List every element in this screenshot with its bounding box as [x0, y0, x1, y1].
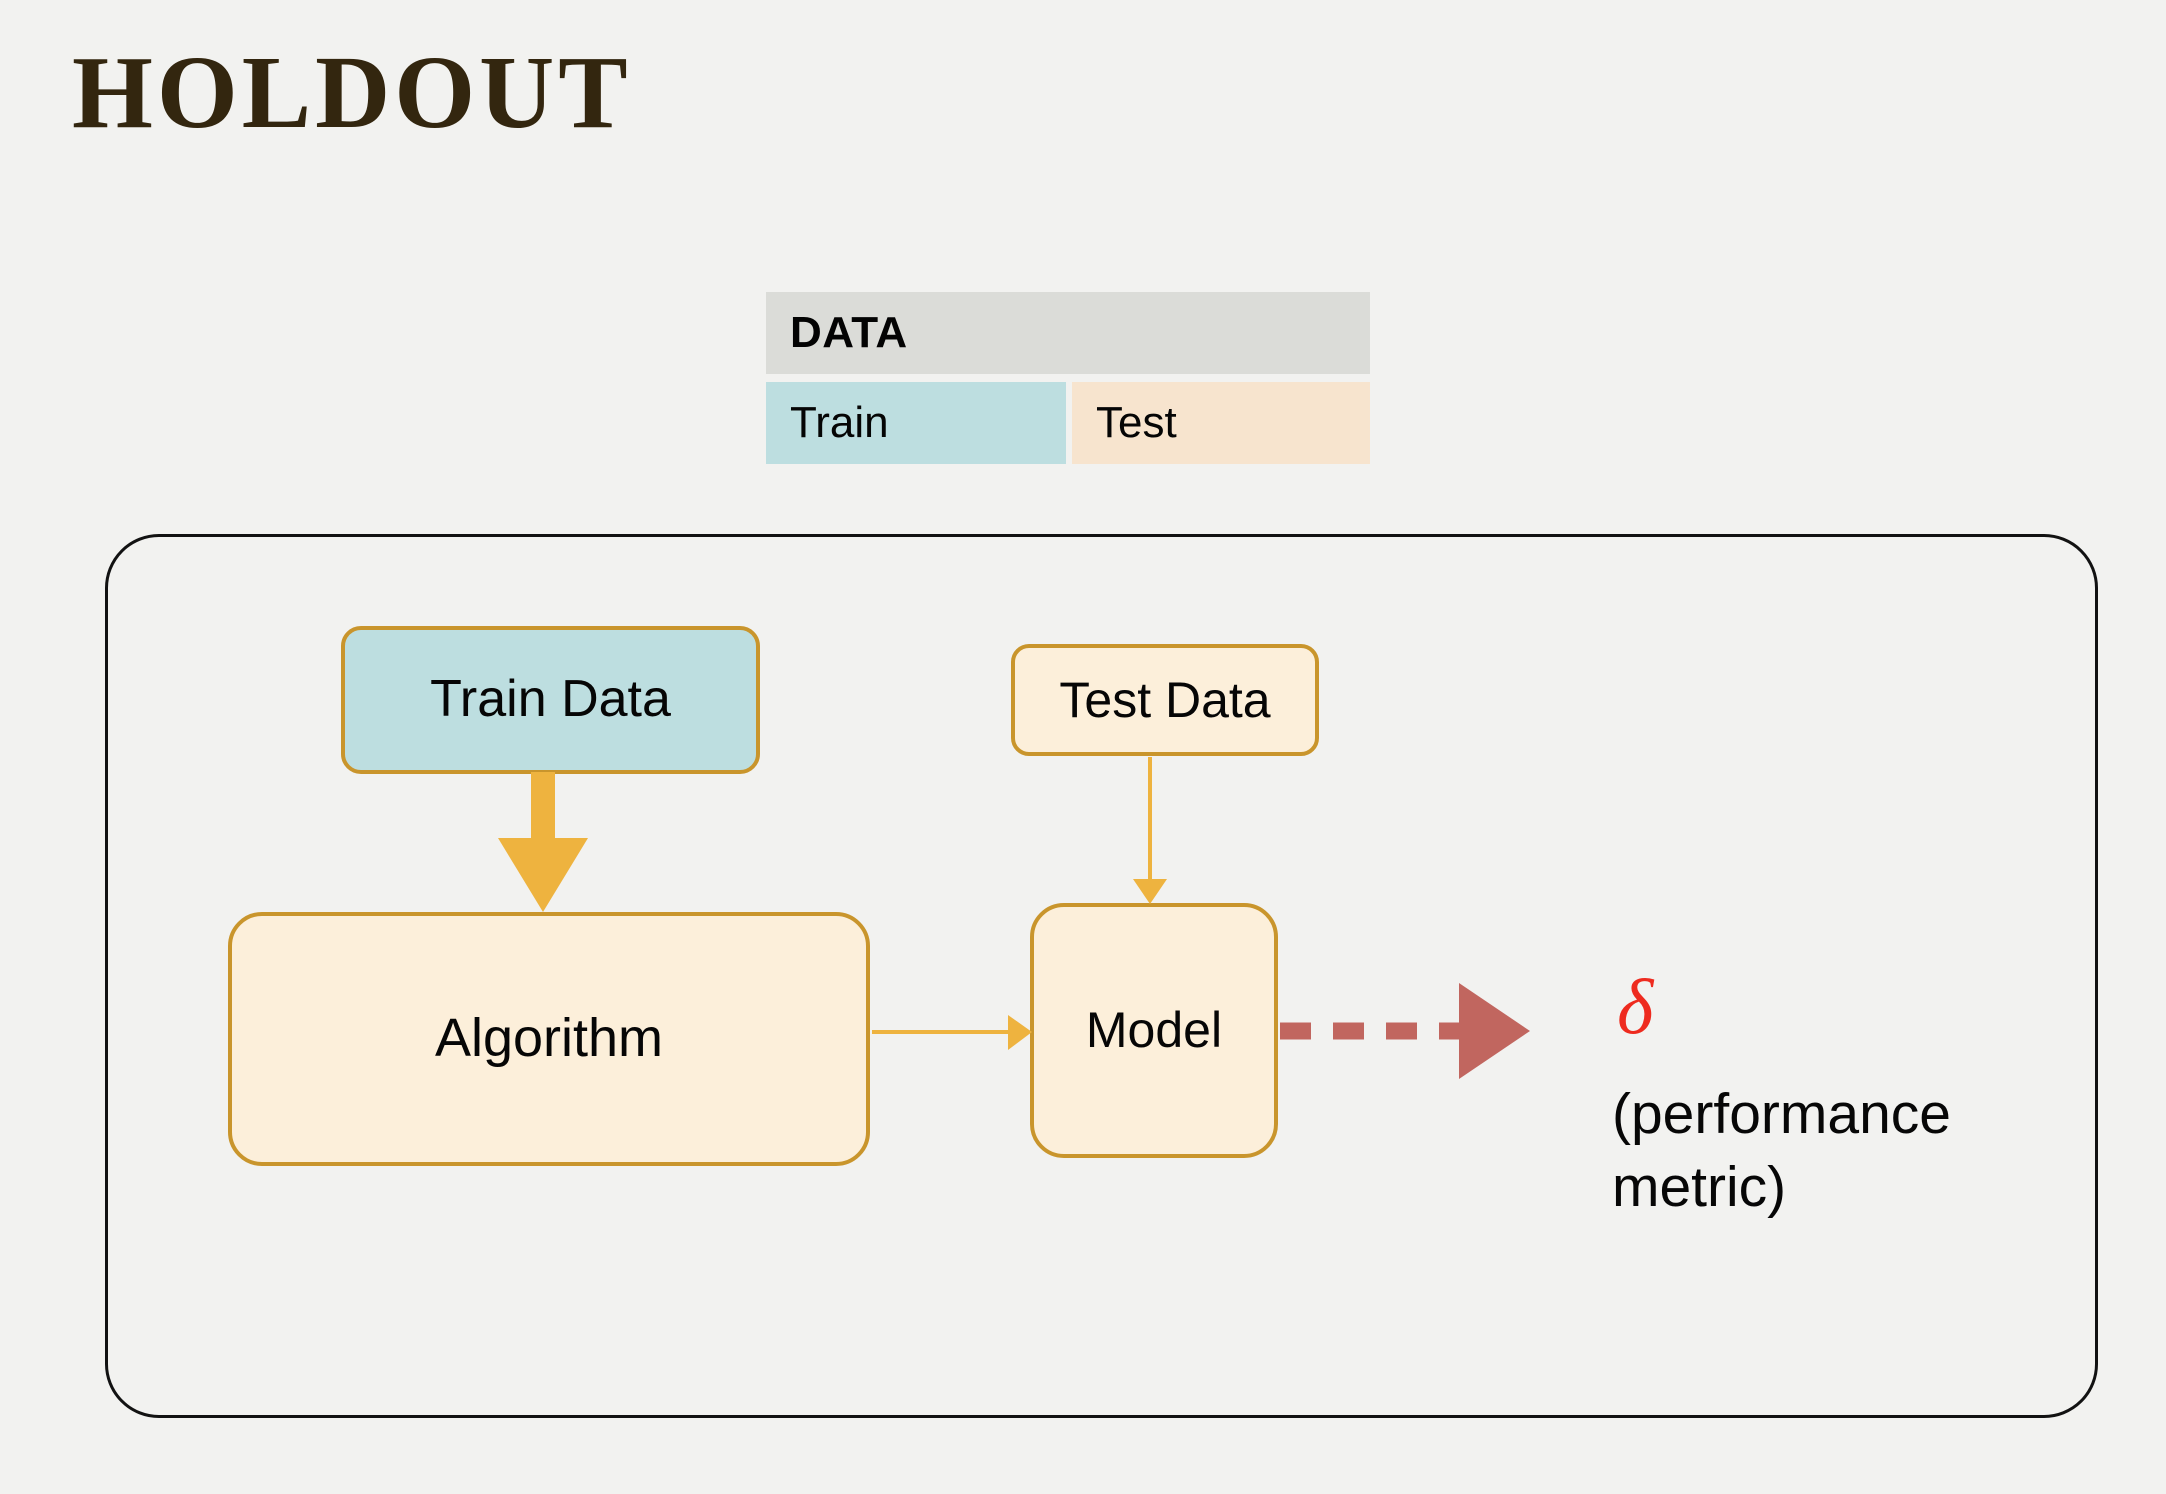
node-train-data-label: Train Data [430, 670, 671, 729]
data-table: DATA Train Test [766, 292, 1370, 464]
node-model-label: Model [1085, 1002, 1223, 1058]
node-test-data-label: Test Data [1059, 671, 1271, 728]
data-cell-train: Train [766, 382, 1066, 464]
data-cell-train-label: Train [790, 398, 889, 447]
performance-metric-caption: (performance metric) [1612, 1082, 1951, 1219]
node-test-data: Test Data [1011, 644, 1319, 756]
data-cell-test-label: Test [1096, 398, 1177, 447]
node-train-data: Train Data [341, 626, 760, 774]
node-algorithm-label: Algorithm [434, 1008, 664, 1069]
data-table-header-label: DATA [790, 308, 908, 357]
node-algorithm: Algorithm [228, 912, 870, 1166]
performance-metric-symbol: δ [1617, 963, 1654, 1050]
node-model: Model [1030, 903, 1278, 1158]
data-table-header: DATA [766, 292, 1370, 374]
diagram-container [105, 534, 2098, 1418]
page-title: HOLDOUT [72, 35, 632, 150]
data-table-split-row: Train Test [766, 382, 1370, 464]
data-cell-test: Test [1072, 382, 1370, 464]
